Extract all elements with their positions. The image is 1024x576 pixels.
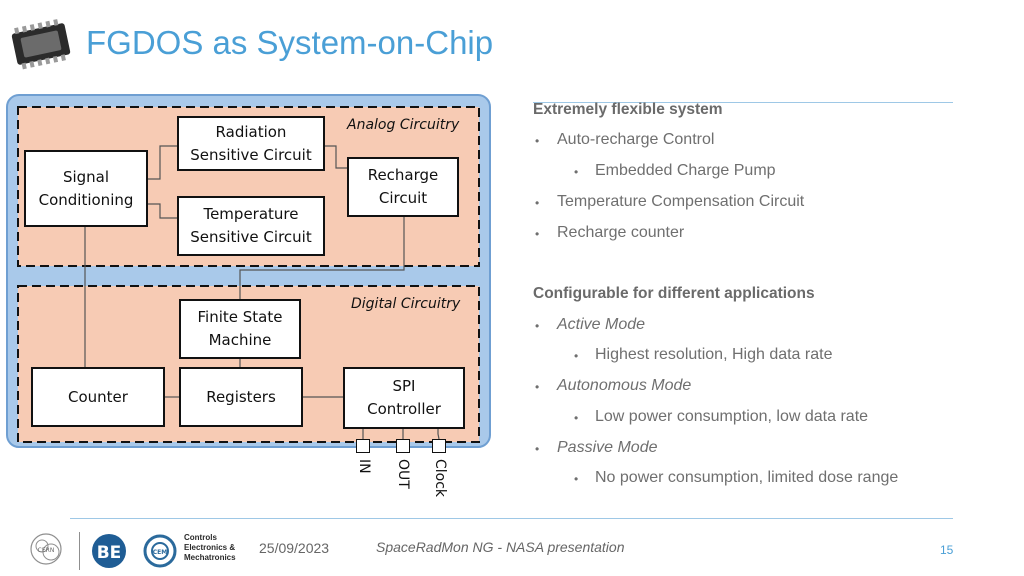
s1-item3: Recharge counter — [557, 224, 685, 241]
bullet-icon: • — [574, 165, 579, 179]
cern-logo: CERN — [30, 533, 62, 565]
pin-out — [396, 439, 410, 453]
bullet-icon: • — [574, 472, 579, 486]
page-title: FGDOS as System-on-Chip — [86, 24, 494, 61]
signal-line1: Signal — [62, 167, 110, 186]
mode-active-desc: Highest resolution, High data rate — [595, 346, 833, 363]
cem-line1: Controls — [184, 533, 217, 542]
temperature-line2: Sensitive Circuit — [190, 228, 312, 246]
bullet-icon: • — [535, 319, 540, 333]
registers-block: Registers — [179, 367, 303, 427]
recharge-line1: Recharge — [367, 166, 439, 184]
cem-logo-icon: CEM — [143, 534, 177, 568]
spi-controller-block: SPI Controller — [343, 367, 465, 429]
section1-heading: Extremely flexible system — [533, 101, 723, 118]
cem-logo-badge: CEM — [153, 549, 168, 556]
mode-active: Active Mode — [557, 316, 646, 333]
mode-passive-desc: No power consumption, limited dose range — [595, 469, 899, 486]
title-divider — [533, 102, 953, 103]
chip-icon — [11, 19, 71, 70]
bullet-icon: • — [535, 196, 540, 210]
cern-logo-text: CERN — [38, 547, 55, 554]
page-number: 15 — [940, 543, 954, 557]
bullet-icon: • — [535, 442, 540, 456]
pin-in — [356, 439, 370, 453]
pin-out-label: OUT — [395, 459, 411, 489]
mode-passive: Passive Mode — [557, 439, 658, 456]
digital-circuitry-label: Digital Circuitry — [351, 296, 461, 312]
cem-line2: Electronics & — [184, 543, 236, 552]
bullet-icon: • — [535, 380, 540, 394]
radiation-line1: Radiation — [215, 122, 287, 141]
spi-line2: Controller — [367, 400, 441, 418]
section2-heading: Configurable for different applications — [533, 285, 815, 302]
pin-in-label: IN — [356, 459, 372, 474]
bullet-icon: • — [574, 349, 579, 363]
be-logo-text: BE — [97, 543, 122, 563]
bullet-icon: • — [535, 227, 540, 241]
spi-line1: SPI — [392, 377, 416, 395]
s1-item1: Auto-recharge Control — [557, 131, 715, 148]
s1-sub1: Embedded Charge Pump — [595, 162, 776, 179]
mode-autonomous: Autonomous Mode — [557, 377, 692, 394]
analog-circuitry-label: Analog Circuitry — [347, 117, 460, 133]
footer-presentation: SpaceRadMon NG - NASA presentation — [376, 539, 625, 555]
pin-clock — [432, 439, 446, 453]
mode-autonomous-desc: Low power consumption, low data rate — [595, 408, 869, 425]
cem-line3: Mechatronics — [184, 553, 236, 562]
bullet-icon: • — [535, 134, 540, 148]
cem-logo-text: Controls Electronics & Mechatronics — [184, 533, 236, 563]
counter-block: Counter — [31, 367, 165, 427]
s1-item2: Temperature Compensation Circuit — [557, 193, 805, 210]
pin-clock-label: Clock — [432, 459, 448, 498]
recharge-line2: Circuit — [378, 189, 428, 207]
fsm-line1: Finite State — [197, 308, 283, 326]
footer-date: 25/09/2023 — [259, 540, 330, 556]
be-logo: BE — [92, 534, 126, 568]
signal-line2: Conditioning — [38, 190, 134, 209]
temperature-line1: Temperature — [203, 205, 299, 223]
footer-divider — [70, 518, 953, 519]
fgdos-block-diagram: Analog Circuitry Digital Circuitry Radia… — [6, 94, 491, 497]
logo-separator — [79, 532, 80, 570]
fsm-line2: Machine — [208, 331, 272, 349]
radiation-line2: Sensitive Circuit — [190, 145, 312, 164]
bullet-icon: • — [574, 411, 579, 425]
